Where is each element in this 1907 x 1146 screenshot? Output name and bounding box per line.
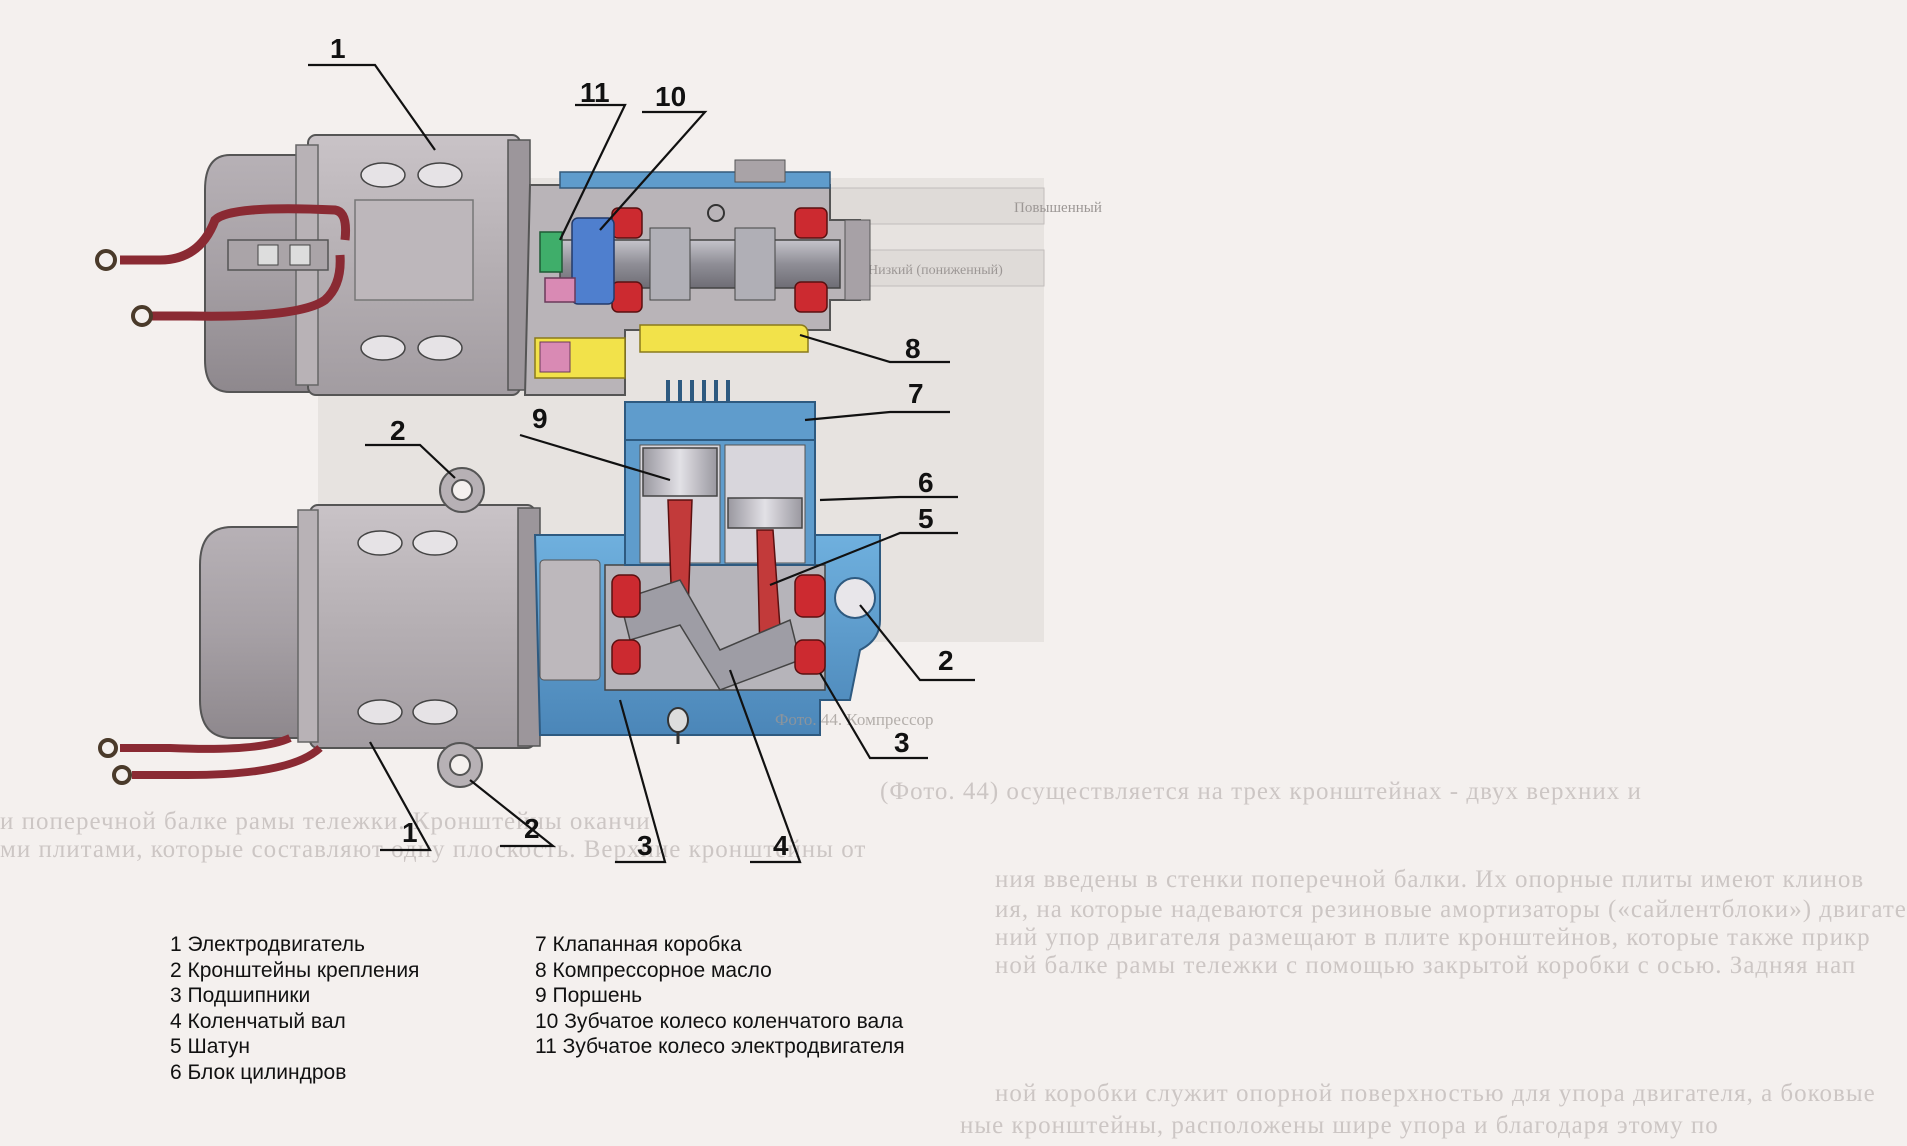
callout-numbers: 1 11 10 8 7 9 2 6 5 2 3 1 2 3 4 [330, 33, 954, 861]
callout-4: 4 [773, 830, 789, 861]
crankshaft-gear-top [571, 217, 615, 305]
legend-item-2: 2 Кронштейны крепления [170, 958, 420, 982]
legend-item-7: 7 Клапанная коробка [535, 933, 742, 956]
bearings-top [611, 207, 828, 313]
bg-text-line: ми плитами, которые составляют одну плос… [0, 836, 867, 863]
photo-caption: Фото. 44. Компрессор [775, 710, 934, 729]
callout-3-right: 3 [894, 727, 910, 758]
callout-11: 11 [580, 77, 610, 108]
callout-2-right: 2 [938, 645, 954, 676]
bg-text-line: (Фото. 44) осуществляется на трех кроншт… [880, 778, 1642, 805]
bottom-view-motor [199, 467, 541, 788]
callout-2-mid: 2 [390, 415, 406, 446]
callout-5: 5 [918, 503, 934, 534]
legend-item-11: 11 Зубчатое колесо электродвигателя [535, 1035, 905, 1058]
legend-item-3: 3 Подшипники [170, 984, 311, 1007]
legend-left: 1 Электродвигатель 2 Кронштейны креплени… [170, 932, 419, 1085]
bg-text-line: ия, на которые надеваются резиновые амор… [995, 896, 1907, 923]
compressor-diagram: Повышенный Низкий (пониженный) [95, 33, 1102, 864]
bg-text-line: ной балке рамы тележки с помощью закрыто… [995, 952, 1857, 979]
callout-3-bottom: 3 [637, 830, 653, 861]
legend-right: 7 Клапанная коробка 8 Компрессорное масл… [535, 932, 905, 1060]
legend-item-10: 10 Зубчатое колесо коленчатого вала [535, 1009, 904, 1033]
legend-item-9: 9 Поршень [535, 984, 643, 1007]
callout-leaders [308, 63, 975, 864]
callout-1-bottom: 1 [402, 817, 418, 848]
callout-9: 9 [532, 403, 548, 434]
valve-box [624, 401, 816, 441]
callout-6: 6 [918, 467, 934, 498]
bg-text-line: ные кронштейны, расположены шире упора и… [960, 1112, 1719, 1139]
oil-sump-top [639, 324, 809, 353]
top-view-motor [204, 134, 531, 396]
bottom-view-compressor [533, 380, 881, 744]
legend-item-6: 6 Блок цилиндров [170, 1060, 347, 1084]
callout-1-top: 1 [330, 33, 346, 64]
bg-text-line: ной коробки служит опорной поверхностью … [995, 1080, 1876, 1107]
legend-item-5: 5 Шатун [170, 1035, 250, 1058]
motor-gear-top [539, 231, 563, 273]
legend-item-8: 8 Компрессорное масло [535, 958, 772, 982]
legend-item-1: 1 Электродвигатель [170, 933, 365, 956]
top-view-compressor-housing [523, 159, 871, 396]
callout-10: 10 [655, 81, 686, 112]
legend-item-4: 4 Коленчатый вал [170, 1009, 346, 1033]
callout-7: 7 [908, 378, 924, 409]
bg-text-line: и поперечной балке рамы тележки. Кронште… [0, 808, 651, 835]
callout-2-bottom: 2 [524, 813, 540, 844]
piston [642, 447, 718, 497]
bottom-view-cables [98, 734, 323, 785]
bg-text-line: ний упор двигателя размещают в плите кро… [995, 924, 1871, 951]
top-view-cables [95, 204, 350, 327]
inset-row-2: Низкий (пониженный) [868, 263, 1003, 278]
mount-bracket-right [834, 577, 876, 619]
callout-8: 8 [905, 333, 921, 364]
inset-row-1: Повышенный [1014, 200, 1102, 216]
bg-text-line: ния введены в стенки поперечной балки. И… [995, 866, 1865, 893]
bearings-bottom [611, 574, 826, 675]
